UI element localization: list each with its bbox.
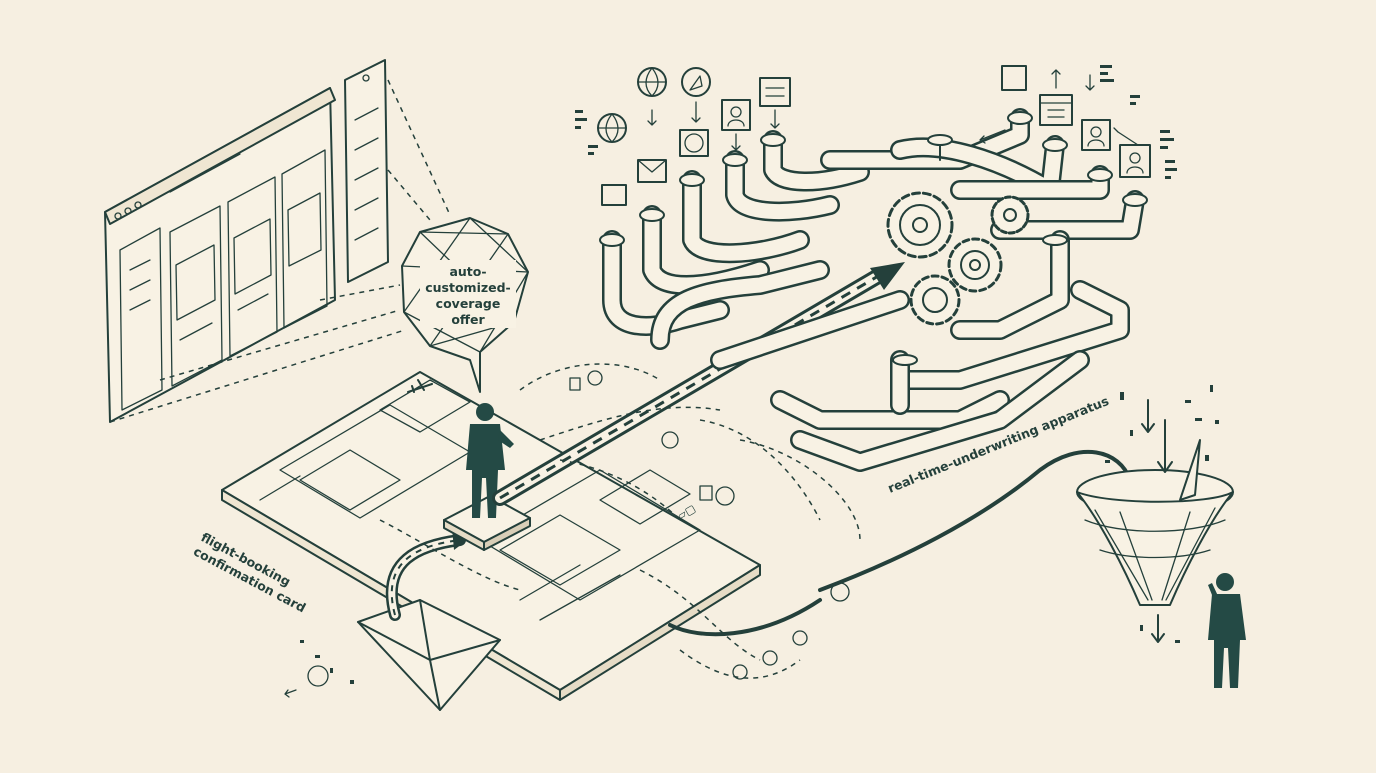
pedestal	[443, 495, 531, 551]
envelope-icon	[357, 599, 501, 711]
browser-window	[104, 87, 336, 423]
person-figure-observer	[1208, 573, 1246, 688]
mobile-panel	[344, 59, 389, 283]
input-arrows	[647, 69, 1139, 151]
offer-label-line4: offer	[451, 312, 485, 327]
bottom-left-icons	[284, 665, 329, 698]
funnel-icon	[1076, 399, 1234, 643]
ui-connector-lines	[109, 79, 451, 423]
scattered-marks	[300, 385, 1219, 684]
offer-badge: auto- customized- coverage offer	[401, 217, 529, 393]
globe-icon	[597, 67, 667, 143]
offer-label-line1: auto-	[449, 264, 486, 279]
data-snippets	[575, 65, 1177, 179]
person-icon	[721, 99, 1151, 178]
underwriting-apparatus	[599, 108, 1148, 472]
offer-label-line2: customized-	[425, 280, 511, 295]
valve-icon	[892, 134, 1068, 366]
envelope-small-icon	[601, 159, 667, 206]
offer-label-line3: coverage	[436, 296, 501, 311]
gear-icon	[886, 191, 1030, 326]
airplane-icon	[407, 379, 433, 393]
compass-icon	[679, 67, 711, 157]
calendar-icon	[1001, 65, 1073, 126]
id-card-icon	[759, 77, 791, 107]
